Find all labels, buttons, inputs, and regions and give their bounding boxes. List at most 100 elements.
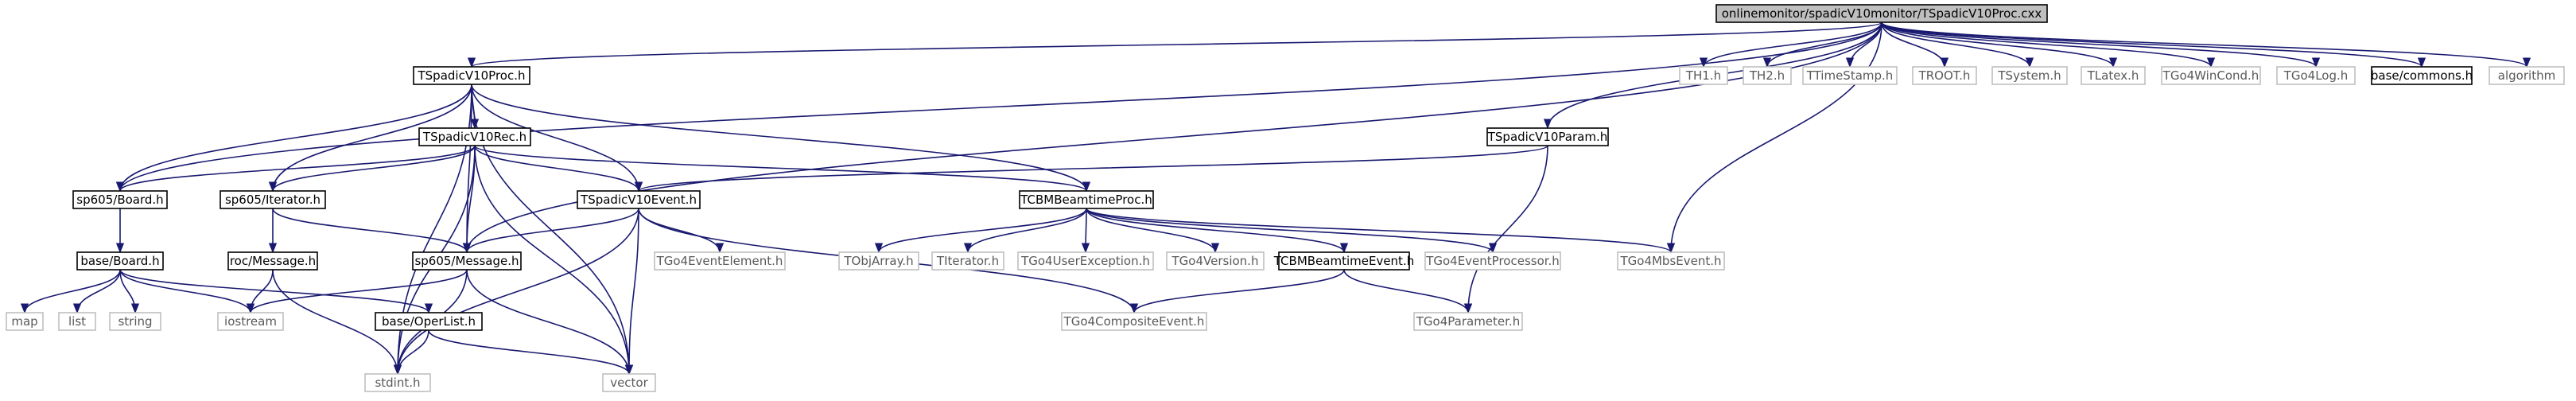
node-box-ttimestamp — [1802, 66, 1898, 85]
edge-proc_h-to-event_h — [471, 84, 643, 193]
node-map: map — [6, 312, 44, 331]
node-label-cbm_event: TCBMBeamtimeEvent.h — [1273, 254, 1414, 268]
node-label-tgo4composite: TGo4CompositeEvent.h — [1063, 314, 1205, 329]
node-iter_sp[interactable]: sp605/Iterator.h — [220, 190, 326, 209]
edges-layer — [20, 21, 2531, 376]
node-label-tsystem: TSystem.h — [1997, 68, 2061, 83]
node-event_h[interactable]: TSpadicV10Event.h — [577, 190, 701, 209]
edge-base_board-to-map — [20, 269, 121, 314]
node-titerator: TIterator.h — [931, 251, 1004, 271]
node-label-tgo4wincond: TGo4WinCond.h — [2162, 68, 2259, 83]
node-label-string: string — [118, 314, 152, 329]
node-label-commons: base/commons.h — [2371, 68, 2473, 83]
edge-root-to-troot — [1881, 21, 1949, 68]
node-label-tgo4version: TGo4Version.h — [1171, 254, 1259, 268]
node-tgo4log: TGo4Log.h — [2276, 66, 2356, 85]
node-label-rec_h: TSpadicV10Rec.h — [422, 130, 526, 144]
node-th1: TH1.h — [1679, 66, 1728, 85]
edge-base_board-to-list — [72, 269, 121, 314]
node-tsystem: TSystem.h — [1991, 66, 2068, 85]
node-board_sp[interactable]: sp605/Board.h — [72, 190, 168, 209]
node-label-operlist: base/OperList.h — [382, 314, 476, 329]
edge-roc_msg-to-stdint — [272, 269, 402, 376]
edge-cbm_proc-to-tgo4mbs — [1086, 208, 1675, 254]
node-box-cbm_event — [1278, 251, 1410, 271]
edge-event_h-to-stdint — [393, 208, 639, 376]
node-vector: vector — [602, 373, 656, 392]
node-rec_h[interactable]: TSpadicV10Rec.h — [418, 127, 531, 146]
node-label-tobjarray: TObjArray.h — [843, 254, 913, 268]
edge-root-to-tlatex — [1881, 21, 2117, 68]
edge-sp_msg-to-iostream — [246, 269, 468, 314]
edge-proc_h-to-board_sp — [115, 84, 472, 193]
edge-rec_h-to-iter_sp — [268, 145, 476, 193]
node-tgo4version: TGo4Version.h — [1166, 251, 1265, 271]
node-tobjarray: TObjArray.h — [838, 251, 919, 271]
node-operlist[interactable]: base/OperList.h — [375, 312, 483, 331]
node-box-root — [1715, 4, 2048, 23]
node-box-string — [109, 312, 161, 331]
node-cbm_proc[interactable]: TCBMBeamtimeProc.h — [1019, 190, 1154, 209]
edge-rec_h-to-cbm_proc — [474, 145, 1090, 193]
node-box-map — [6, 312, 44, 331]
node-root[interactable]: onlinemonitor/spadicV10monitor/TSpadicV1… — [1715, 4, 2048, 23]
node-label-tgo4log: TGo4Log.h — [2283, 68, 2349, 83]
node-box-list — [58, 312, 96, 331]
node-box-rec_h — [418, 127, 531, 146]
edge-cbm_proc-to-titerator — [963, 208, 1087, 254]
edge-rec_h-to-vector — [474, 145, 634, 376]
node-iostream: iostream — [217, 312, 284, 331]
node-label-stdint: stdint.h — [375, 376, 420, 390]
node-label-board_sp: sp605/Board.h — [76, 193, 163, 207]
node-label-tgo4mbs: TGo4MbsEvent.h — [1619, 254, 1721, 268]
node-cbm_event[interactable]: TCBMBeamtimeEvent.h — [1273, 251, 1414, 271]
edge-cbm_proc-to-cbm_event — [1086, 208, 1348, 254]
node-label-tgo4evtel: TGo4EventElement.h — [656, 254, 783, 268]
node-label-roc_msg: roc/Message.h — [230, 254, 316, 268]
edge-event_h-to-sp_msg — [462, 208, 639, 254]
node-sp_msg[interactable]: sp605/Message.h — [412, 251, 522, 271]
edge-cbm_proc-to-tobjarray — [874, 208, 1087, 254]
node-stdint: stdint.h — [364, 373, 431, 392]
node-tgo4mbs: TGo4MbsEvent.h — [1617, 251, 1725, 271]
node-commons[interactable]: base/commons.h — [2371, 66, 2473, 85]
node-box-commons — [2371, 66, 2473, 85]
node-label-param_h: TSpadicV10Param.h — [1487, 130, 1608, 144]
node-base_board[interactable]: base/Board.h — [76, 251, 164, 271]
node-label-troot: TROOT.h — [1918, 68, 1971, 83]
node-proc_h[interactable]: TSpadicV10Proc.h — [413, 66, 530, 85]
edge-root-to-th1 — [1699, 21, 1882, 68]
node-box-proc_h — [413, 66, 530, 85]
edge-proc_h-to-iter_sp — [268, 84, 472, 193]
node-box-tgo4userexc — [1017, 251, 1154, 271]
node-box-tgo4wincond — [2161, 66, 2261, 85]
node-tlatex: TLatex.h — [2081, 66, 2146, 85]
edge-cbm_event-to-tgo4param — [1343, 269, 1473, 314]
node-label-tlatex: TLatex.h — [2087, 68, 2139, 83]
edge-proc_h-to-cbm_proc — [471, 84, 1090, 193]
node-box-stdint — [364, 373, 431, 392]
edge-root-to-proc_h — [468, 21, 1882, 68]
edge-root-to-algorithm — [1881, 21, 2531, 68]
node-label-root: onlinemonitor/spadicV10monitor/TSpadicV1… — [1722, 6, 2042, 21]
node-list: list — [58, 312, 96, 331]
node-label-map: map — [11, 314, 37, 329]
edge-root-to-commons — [1881, 21, 2426, 68]
edge-proc_h-to-sp_msg — [462, 84, 472, 254]
node-box-vector — [602, 373, 656, 392]
edge-iter_sp-to-sp_msg — [272, 208, 472, 254]
node-box-tgo4log — [2276, 66, 2356, 85]
node-roc_msg[interactable]: roc/Message.h — [227, 251, 318, 271]
node-label-iter_sp: sp605/Iterator.h — [225, 193, 321, 207]
node-ttimestamp: TTimeStamp.h — [1802, 66, 1898, 85]
node-box-tgo4param — [1413, 312, 1523, 331]
node-param_h[interactable]: TSpadicV10Param.h — [1486, 127, 1609, 146]
edge-event_h-to-vector — [624, 208, 639, 376]
node-box-board_sp — [72, 190, 168, 209]
node-th2: TH2.h — [1743, 66, 1792, 85]
edge-cbm_proc-to-tgo4version — [1086, 208, 1220, 254]
node-tgo4evtel: TGo4EventElement.h — [654, 251, 786, 271]
node-box-iter_sp — [220, 190, 326, 209]
node-label-iostream: iostream — [224, 314, 277, 329]
